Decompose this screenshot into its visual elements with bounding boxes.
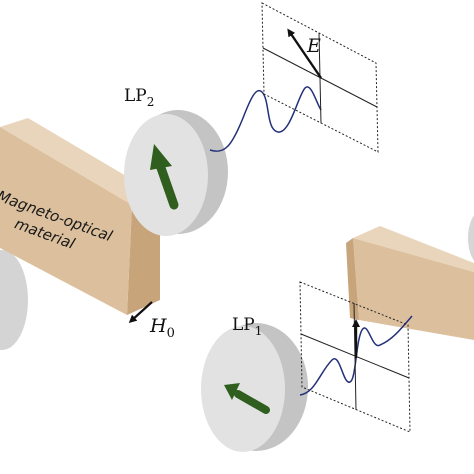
e-field-grid-upper: E [261,2,379,153]
block-front-face [0,127,132,315]
svg-text:H0: H0 [149,315,175,341]
svg-text:LP2: LP2 [124,86,154,109]
polarizer-lp2: LP2 [124,86,228,236]
svg-text:LP1: LP1 [232,315,262,338]
grid-upper-frame [261,2,379,153]
lp2-label: LP [124,86,147,106]
e-field-arrow-icon [287,28,322,79]
right-block-front-face [353,238,474,340]
right-block-top-face [353,226,474,272]
lp1-green-arrow-icon [224,383,270,414]
lp1-face [201,326,285,452]
lp1-label: LP [232,315,255,335]
magnetic-field-indicator: H0 [128,301,175,341]
lp2-subscript: 2 [147,95,155,109]
magneto-optical-block: Magneto-optical material [0,118,160,315]
right-block-left-face [346,238,359,320]
block-top-face [0,118,160,205]
light-wave-upper [209,86,322,152]
partial-polarizer-right [468,215,474,261]
h0-label: H [149,315,167,337]
polarizer-lp1: LP1 [201,315,308,452]
partial-polarizer-left [0,250,28,350]
lp2-green-arrow-icon [150,144,179,210]
magneto-optical-block-right [346,226,474,340]
e-field-label: E [306,35,321,57]
light-wave-lower [299,315,413,396]
grid-lower-frame [299,281,411,433]
e-field-grid-lower [299,281,411,433]
h0-subscript: 0 [167,326,175,341]
h0-arrow-icon [128,301,153,324]
lp1-subscript: 1 [255,324,263,338]
